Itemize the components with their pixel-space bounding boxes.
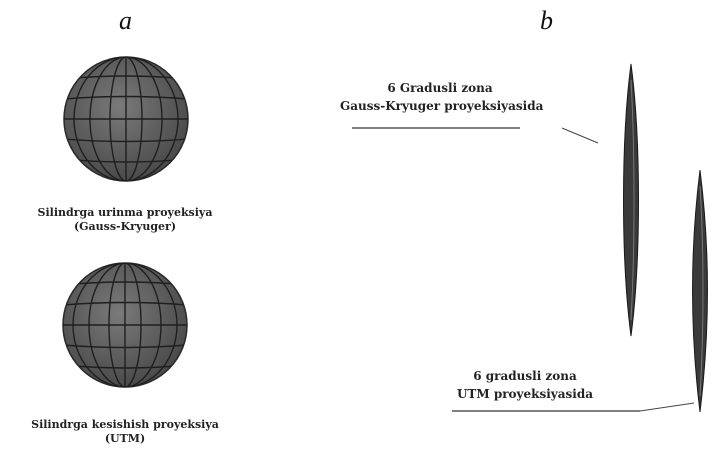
globe-secant-projection — [62, 262, 188, 388]
caption-line: (UTM) — [104, 432, 146, 445]
caption-line: (Gauss-Kryuger) — [73, 220, 177, 233]
gauss-kryuger-zone-shape — [623, 63, 639, 337]
globe-tangent-projection — [63, 56, 189, 182]
zone-label-line: 6 gradusli zona — [473, 369, 577, 383]
caption-line: Silindrga kesishish proyeksiya — [31, 418, 219, 431]
utm-zone-highlight — [699, 185, 704, 397]
utm-leader-line — [639, 402, 695, 412]
caption-tangent-projection: Silindrga urinma proyeksiya (Gauss-Kryug… — [15, 206, 235, 234]
zone-label-line: UTM proyeksiyasida — [456, 387, 594, 401]
panel-letter-a: a — [119, 6, 132, 35]
caption-line: Silindrga urinma proyeksiya — [37, 206, 213, 219]
gauss-leader-line — [561, 127, 599, 144]
utm-zone-label: 6 gradusli zona UTM proyeksiyasida — [440, 367, 610, 403]
panel-letter-b: b — [540, 6, 553, 35]
utm-zone-shape — [692, 169, 708, 413]
zone-label-line: Gauss-Kryuger proyeksiyasida — [340, 99, 544, 113]
zone-label-line: 6 Gradusli zona — [387, 81, 493, 95]
caption-secant-projection: Silindrga kesishish proyeksiya (UTM) — [0, 418, 250, 446]
gauss-kryuger-zone-highlight — [630, 79, 635, 321]
gauss-kryuger-zone-label: 6 Gradusli zona Gauss-Kryuger proyeksiya… — [340, 79, 544, 115]
